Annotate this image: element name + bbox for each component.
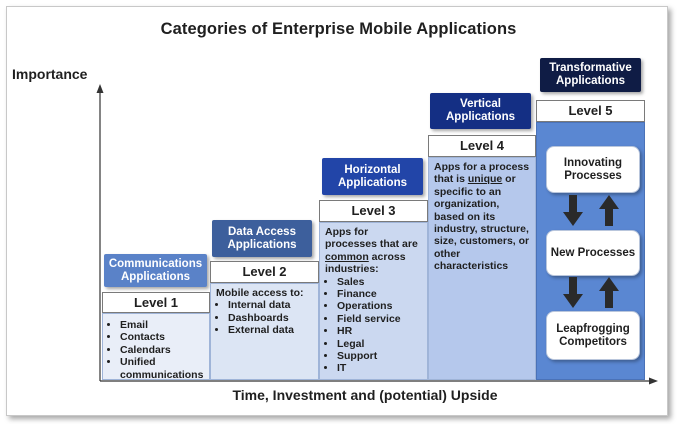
category-horizontal: Horizontal Applications <box>322 158 423 195</box>
list-item: External data <box>228 324 314 336</box>
x-axis-label: Time, Investment and (potential) Upside <box>232 387 498 403</box>
level-4-column: Apps for a process that is unique or spe… <box>428 157 536 380</box>
list-item: Legal <box>337 338 423 350</box>
level-4-label: Level 4 <box>428 135 536 157</box>
list-item: Unified communications <box>120 356 205 381</box>
level-2-intro: Mobile access to: <box>216 287 304 299</box>
list-item: Sales <box>337 276 423 288</box>
arrow-down-icon <box>563 195 583 226</box>
level-3-intro: Apps for processes that are common acros… <box>325 226 418 276</box>
category-vertical: Vertical Applications <box>430 93 531 129</box>
diagram-title: Categories of Enterprise Mobile Applicat… <box>160 20 517 38</box>
list-item: Dashboards <box>228 312 314 324</box>
list-item: Email <box>120 319 205 331</box>
level-2-column: Mobile access to: Internal data Dashboar… <box>210 283 319 380</box>
list-item: Contacts <box>120 331 205 343</box>
category-transformative: Transformative Applications <box>540 58 641 92</box>
level-1-column: Email Contacts Calendars Unified communi… <box>102 313 210 381</box>
process-new: New Processes <box>546 230 640 276</box>
process-leapfrogging: Leapfrogging Competitors <box>546 311 640 360</box>
level-3-column: Apps for processes that are common acros… <box>319 222 428 380</box>
category-communications: Communications Applications <box>104 254 207 287</box>
list-item: Internal data <box>228 299 314 311</box>
category-data-access: Data Access Applications <box>212 220 312 257</box>
list-item: Finance <box>337 288 423 300</box>
level-5-label: Level 5 <box>536 100 645 122</box>
list-item: IT <box>337 362 423 374</box>
level-4-intro: Apps for a process that is unique or spe… <box>434 161 530 273</box>
level-1-label: Level 1 <box>102 292 210 313</box>
arrow-up-icon <box>599 277 619 308</box>
y-axis-label: Importance <box>12 66 88 82</box>
process-innovating: Innovating Processes <box>546 146 640 193</box>
level-2-label: Level 2 <box>210 261 319 283</box>
list-item: Operations <box>337 300 423 312</box>
list-item: HR <box>337 325 423 337</box>
list-item: Calendars <box>120 344 205 356</box>
level-3-label: Level 3 <box>319 200 428 222</box>
list-item: Field service <box>337 313 423 325</box>
list-item: Support <box>337 350 423 362</box>
arrow-down-icon <box>563 277 583 308</box>
arrow-up-icon <box>599 195 619 226</box>
